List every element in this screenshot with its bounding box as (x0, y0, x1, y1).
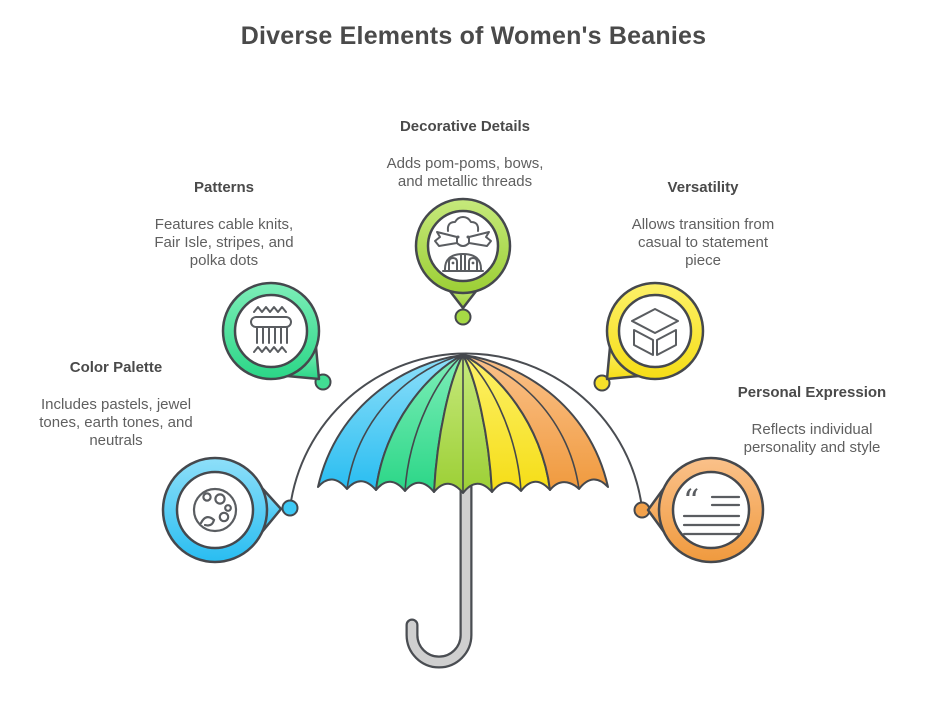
section-heading: Personal Expression (737, 384, 887, 401)
umbrella-canopy (317, 354, 609, 494)
section-description: Allows transition from casual to stateme… (631, 216, 775, 269)
section-color-palette: Color Palette Includes pastels, jewel to… (16, 359, 216, 450)
arc-nodes (281, 308, 651, 519)
open-box-icon (631, 308, 679, 356)
section-heading: Versatility (667, 179, 739, 196)
palette-icon (192, 487, 238, 533)
section-decorative-details: Decorative Details Adds pom-poms, bows, … (355, 118, 575, 191)
bubble-color-palette (161, 456, 283, 564)
umbrella-handle (405, 471, 473, 669)
arc-node-yellow (593, 374, 611, 392)
section-description: Adds pom-poms, bows, and metallic thread… (386, 155, 544, 190)
bow-decoration-icon (434, 216, 492, 272)
arc-node-blue (281, 499, 299, 517)
section-patterns: Patterns Features cable knits, Fair Isle… (124, 179, 324, 270)
quote-icon: “ (682, 482, 741, 536)
svg-text:“: “ (683, 482, 699, 520)
page-title: Diverse Elements of Women's Beanies (240, 22, 707, 50)
section-description: Includes pastels, jewel tones, earth ton… (39, 396, 193, 449)
bubble-patterns (221, 281, 321, 381)
connector-arc (289, 352, 643, 509)
section-heading: Patterns (193, 179, 255, 196)
section-description: Reflects individual personality and styl… (743, 421, 881, 456)
section-versatility: Versatility Allows transition from casua… (603, 179, 803, 270)
umbrella-ribs (346, 354, 580, 493)
bubble-versatility (605, 281, 705, 381)
section-heading: Decorative Details (399, 118, 531, 135)
section-heading: Color Palette (69, 359, 163, 376)
knit-comb-icon (250, 306, 292, 353)
arc-node-lime (454, 308, 472, 326)
section-personal-expression: Personal Expression Reflects individual … (712, 384, 912, 457)
bubble-decorative-details (414, 197, 512, 310)
bubble-personal-expression: “ (646, 456, 765, 564)
section-description: Features cable knits, Fair Isle, stripes… (154, 216, 294, 269)
